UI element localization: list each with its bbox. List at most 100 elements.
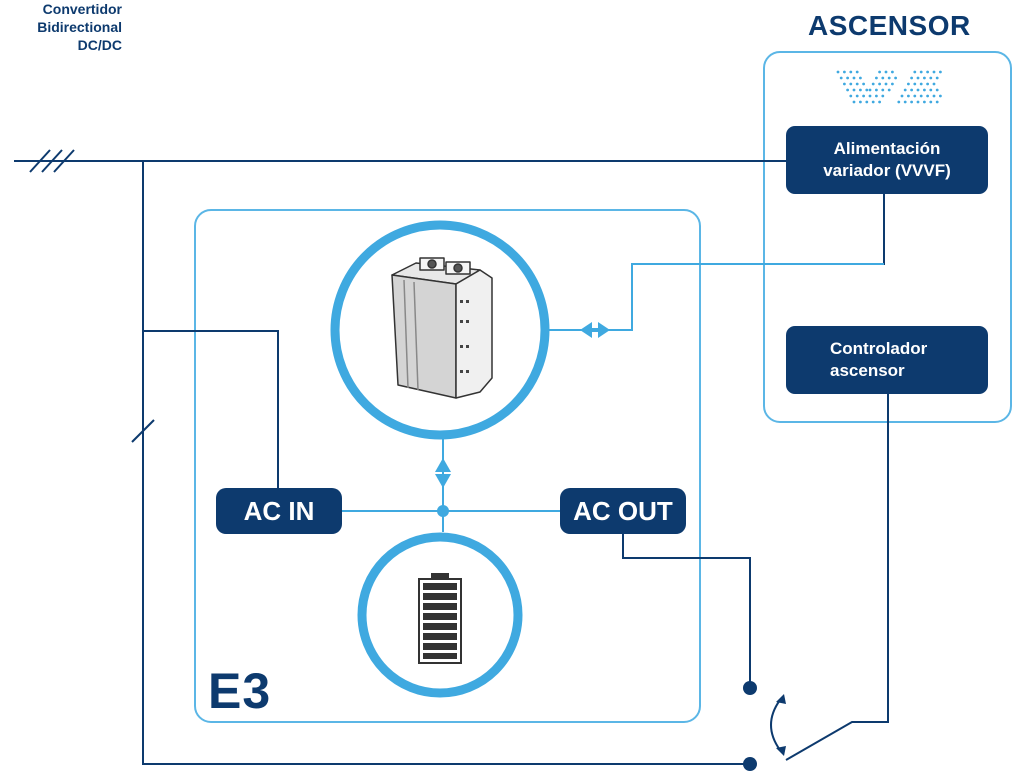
logo-dot (923, 100, 926, 104)
convertidor-label-line3: DC/DC (77, 37, 122, 53)
three-phase-mark-icon (29, 149, 75, 173)
ac-out-box: AC OUT (560, 488, 686, 534)
logo-dot (907, 82, 910, 86)
transfer-switch-icon (743, 681, 786, 771)
e3-frame (194, 209, 701, 723)
ac-in-box: AC IN (216, 488, 342, 534)
logo-dot (875, 94, 878, 98)
logo-dot (903, 100, 907, 104)
logo-dot (913, 70, 917, 74)
controlador-label-line1: Controlador (830, 339, 928, 358)
logo-dot (910, 76, 913, 80)
logo-dot (843, 82, 846, 86)
logo-dot (852, 100, 856, 104)
logo-dot (919, 94, 923, 98)
logo-dot (836, 70, 840, 74)
logo-dot (919, 82, 923, 86)
logo-dot (878, 70, 881, 74)
logo-dot (887, 88, 891, 92)
alimentacion-label-line2: variador (VVVF) (823, 161, 951, 180)
logo-dot (849, 82, 853, 86)
logo-dot (875, 76, 878, 80)
logo-dot (881, 94, 885, 98)
logo-dot (855, 70, 859, 74)
logo-dot (852, 88, 856, 92)
logo-dot (926, 94, 929, 98)
logo-dot (839, 76, 843, 80)
logo-dot (935, 76, 939, 80)
converter-module-icon (391, 257, 493, 399)
elevator-brand-logo-icon (836, 70, 942, 104)
alimentacion-variador-box: Alimentación variador (VVVF) (786, 126, 988, 194)
logo-dot (935, 88, 939, 92)
logo-dot (939, 94, 942, 98)
bidirectional-arrow-icon (435, 458, 451, 488)
controlador-label-line2: ascensor (830, 361, 905, 380)
logo-dot (865, 100, 869, 104)
logo-dot (891, 70, 894, 74)
logo-dot (875, 88, 878, 92)
logo-dot (859, 100, 862, 104)
logo-dot (916, 100, 920, 104)
logo-dot (849, 94, 853, 98)
logo-dot (929, 100, 933, 104)
logo-dot (932, 94, 936, 98)
logo-dot (859, 76, 862, 80)
logo-dot (881, 76, 885, 80)
convertidor-label-line1: Convertidor (42, 1, 122, 17)
logo-dot (923, 88, 926, 92)
logo-dot (910, 88, 913, 92)
e3-label: E3 (208, 663, 272, 719)
logo-dot (871, 82, 875, 86)
logo-dot (878, 82, 881, 86)
logo-dot (881, 88, 885, 92)
logo-dot (894, 76, 897, 80)
logo-dot (868, 94, 872, 98)
logo-dot (878, 100, 881, 104)
bus-junction (437, 505, 449, 517)
logo-dot (939, 70, 942, 74)
logo-dot (913, 94, 917, 98)
logo-dot (903, 88, 907, 92)
logo-dot (910, 100, 913, 104)
logo-dot (932, 70, 936, 74)
logo-dot (865, 88, 869, 92)
single-phase-mark-icon (131, 419, 155, 443)
alimentacion-label-line1: Alimentación (833, 139, 941, 158)
controlador-ascensor-box: Controlador ascensor (786, 326, 988, 394)
logo-dot (913, 82, 917, 86)
logo-dot (926, 82, 929, 86)
logo-dot (884, 82, 888, 86)
battery-icon (418, 573, 462, 664)
logo-dot (843, 70, 846, 74)
logo-dot (846, 88, 849, 92)
ascensor-title: ASCENSOR (808, 10, 971, 41)
convertidor-label-line2: Bidirectional (37, 19, 122, 35)
convertidor-label: Convertidor Bidirectional DC/DC (0, 0, 122, 54)
logo-dot (923, 76, 926, 80)
logo-dot (887, 76, 891, 80)
logo-dot (852, 76, 856, 80)
logo-dot (862, 82, 865, 86)
logo-dot (916, 76, 920, 80)
logo-dot (900, 94, 904, 98)
bidirectional-arrow-icon (580, 322, 610, 338)
logo-dot (855, 94, 859, 98)
logo-dot (907, 94, 910, 98)
logo-dot (849, 70, 853, 74)
logo-dot (862, 94, 865, 98)
logo-dot (855, 82, 859, 86)
logo-dot (859, 88, 862, 92)
logo-dot (871, 100, 875, 104)
logo-dot (932, 82, 936, 86)
logo-dot (891, 82, 894, 86)
logo-dot (929, 76, 933, 80)
logo-dot (919, 70, 923, 74)
logo-dot (935, 100, 939, 104)
logo-dot (846, 76, 849, 80)
logo-dot (916, 88, 920, 92)
logo-dot (929, 88, 933, 92)
logo-dot (897, 100, 901, 104)
logo-dot (884, 70, 888, 74)
